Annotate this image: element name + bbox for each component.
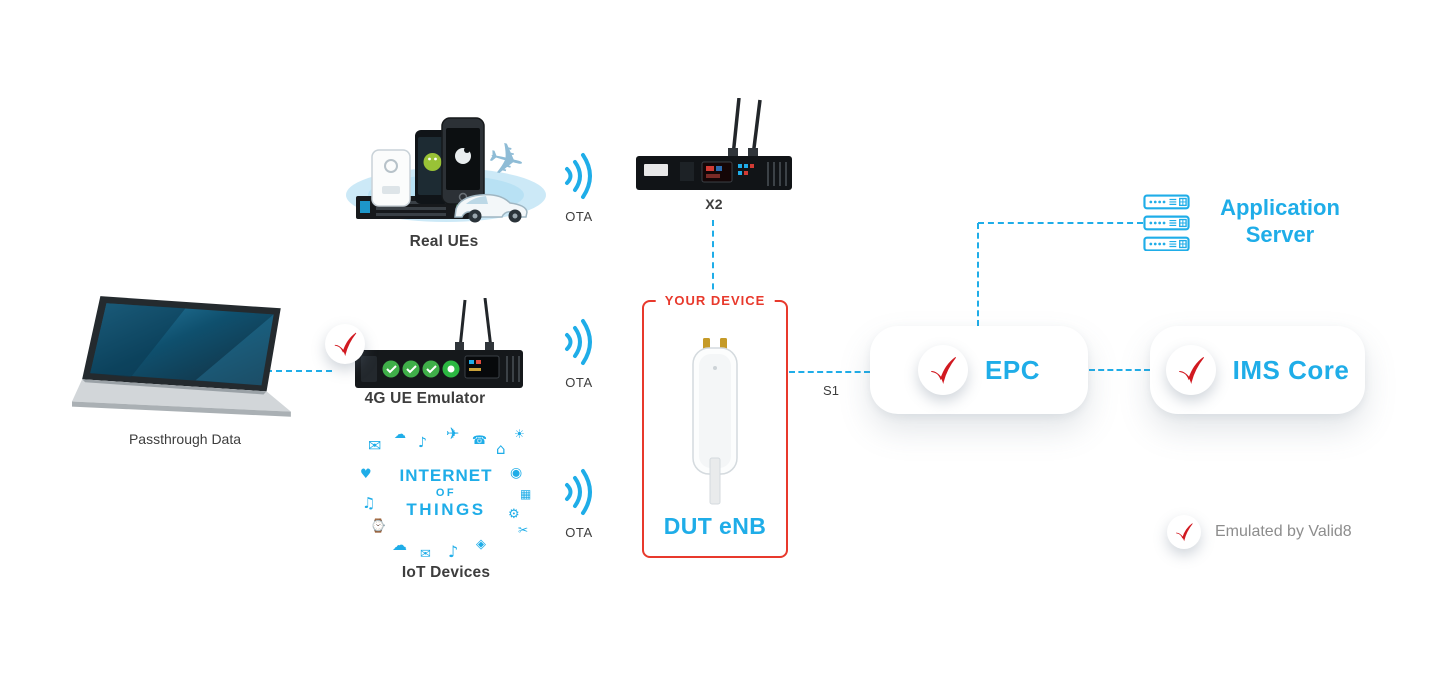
- link-epc-ims: [1089, 369, 1150, 371]
- ims-core-label: IMS Core: [1232, 354, 1350, 385]
- epc-card: EPC: [870, 326, 1088, 414]
- valid8-check-icon: [1165, 345, 1216, 395]
- valid8-check-icon: [325, 324, 365, 364]
- x2-device-icon: [636, 97, 792, 190]
- iot-icon-cloud: ✉☁♪✈☎⌂☀♥◉▦♫⚙✂⌚☁✉♪◈: [360, 424, 532, 562]
- valid8-check-icon: [918, 345, 969, 395]
- iot-group: ✉☁♪✈☎⌂☀♥◉▦♫⚙✂⌚☁✉♪◈ INTERNET OF THINGS Io…: [360, 424, 532, 582]
- dut-enb-label: DUT eNB: [663, 513, 767, 539]
- ota-label: OTA: [565, 209, 593, 224]
- legend: Emulated by Valid8: [1167, 515, 1352, 549]
- epc-label: EPC: [985, 354, 1040, 385]
- iot-cloud-text: INTERNET OF THINGS: [399, 466, 493, 519]
- real-ues-group: ✈ Real UEs: [338, 92, 550, 257]
- ota-signal-icon: [565, 153, 592, 199]
- ota-label: OTA: [565, 525, 593, 540]
- valid8-check-icon: [1167, 515, 1201, 549]
- laptop-group: [72, 296, 300, 426]
- ue-emulator-label: 4G UE Emulator: [364, 390, 486, 407]
- link-x2-dut: [712, 220, 714, 300]
- x2-group: X2: [636, 97, 792, 218]
- ue-emulator-icon: [355, 297, 523, 388]
- your-device-label: YOUR DEVICE: [655, 293, 775, 308]
- x2-label: X2: [705, 196, 723, 212]
- ota-group-3: OTA: [556, 466, 602, 540]
- ota-signal-icon: [565, 319, 592, 365]
- ue-emulator-group: 4G UE Emulator: [325, 297, 525, 418]
- s1-interface-label: S1: [823, 383, 839, 398]
- ota-label: OTA: [565, 375, 593, 390]
- ota-group-1: OTA: [556, 150, 602, 224]
- real-ues-devices-icon: ✈: [346, 117, 546, 223]
- iot-devices-label: IoT Devices: [401, 564, 491, 581]
- ota-group-2: OTA: [556, 316, 602, 390]
- application-server-group: Application Server: [1143, 194, 1355, 251]
- ims-core-card: IMS Core: [1150, 326, 1365, 414]
- passthrough-data-label: Passthrough Data: [128, 431, 242, 447]
- access-point-icon: [692, 338, 738, 505]
- your-device-frame: YOUR DEVICE DUT eNB: [642, 293, 788, 558]
- link-epc-appserver-horizontal: [978, 222, 1143, 224]
- link-epc-appserver-vertical: [977, 223, 979, 326]
- ota-signal-icon: [565, 469, 592, 515]
- legend-text: Emulated by Valid8: [1215, 523, 1352, 540]
- link-dut-epc-s1: [789, 371, 870, 373]
- real-ues-label: Real UEs: [409, 233, 479, 250]
- laptop-icon: [72, 296, 291, 417]
- server-stack-icon: [1143, 194, 1190, 251]
- application-server-label: Application Server: [1220, 195, 1340, 248]
